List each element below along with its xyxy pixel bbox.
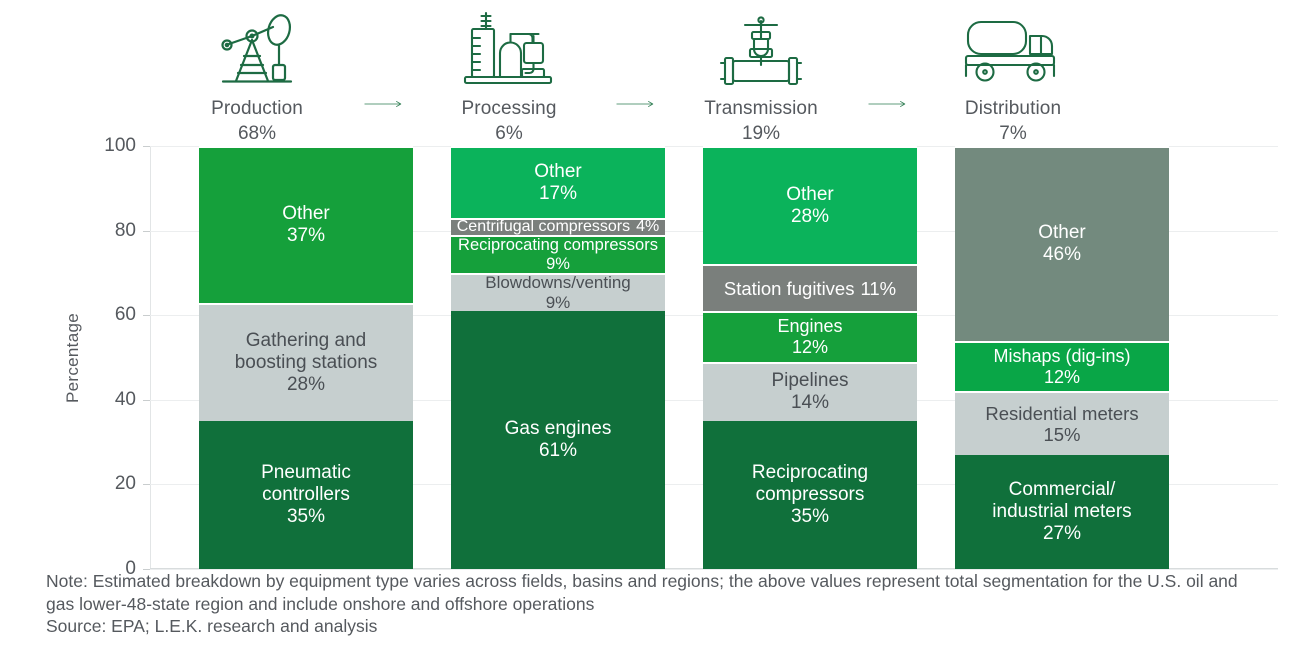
- segment-value: 46%: [1042, 244, 1082, 266]
- y-tick-label: 60: [114, 304, 136, 326]
- y-tick-label: 40: [114, 388, 136, 410]
- flow-arrow-2: [616, 0, 654, 146]
- tick-mark: [143, 569, 150, 570]
- segment-label: Reciprocating compressors: [751, 461, 869, 505]
- value-chain-flow: Production 68%: [150, 0, 1278, 146]
- segment-value: 12%: [1043, 366, 1080, 387]
- segment-label: Pipelines: [771, 370, 849, 392]
- y-tick-label: 100: [104, 135, 136, 156]
- y-tick-label: 0: [125, 558, 136, 579]
- tick-mark: [143, 146, 150, 147]
- footnote-note: Note: Estimated breakdown by equipment t…: [46, 571, 1238, 614]
- tanker-truck-icon: [958, 0, 1068, 96]
- segment-label: Pneumatic controllers: [261, 461, 351, 505]
- segment-value: 9%: [546, 254, 570, 273]
- tick-mark: [143, 315, 150, 317]
- flow-stage-label: Transmission: [704, 98, 818, 119]
- flow-stage-label: Distribution: [964, 98, 1062, 119]
- segment-label: Engines: [777, 316, 843, 337]
- flow-arrow-1: [364, 0, 402, 146]
- flow-stage-share: 68%: [237, 123, 277, 144]
- y-axis-line: [150, 146, 151, 569]
- y-tick-label: 80: [114, 219, 136, 241]
- segment-label: Commercial/ industrial meters: [992, 478, 1132, 522]
- segment-value: 14%: [790, 392, 829, 414]
- segment-label: Gathering and boosting stations: [234, 329, 378, 373]
- segment-value: 28%: [790, 206, 830, 228]
- bar-segment[interactable]: Mishaps (dig-ins)12%: [955, 340, 1169, 392]
- segment-label: Centrifugal compressors: [456, 218, 631, 235]
- segment-value: 11%: [860, 278, 897, 299]
- segment-label: Other: [534, 160, 582, 182]
- tick-mark: [143, 230, 150, 232]
- segment-label: Residential meters: [985, 402, 1139, 424]
- flow-stage-production: Production 68%: [150, 0, 364, 146]
- segment-label: Reciprocating compressors: [458, 235, 658, 254]
- flow-stage-label: Production: [211, 98, 303, 119]
- segment-value: 17%: [538, 183, 578, 204]
- tick-mark: [143, 399, 150, 401]
- flow-stage-distribution: Distribution 7%: [906, 0, 1120, 146]
- segment-label: Other: [786, 184, 834, 206]
- segment-value: 35%: [790, 505, 829, 527]
- tick-mark: [143, 484, 150, 486]
- segment-value: 4%: [636, 218, 660, 235]
- segment-value: 61%: [538, 439, 578, 461]
- y-tick-label: 20: [114, 473, 136, 495]
- segment-label: Station fugitives: [723, 278, 855, 299]
- flow-stage-share: 19%: [741, 123, 781, 144]
- flow-stage-share: 6%: [495, 123, 523, 144]
- segment-label: Other: [282, 203, 330, 225]
- segment-value: 35%: [286, 505, 326, 527]
- segment-label: Gas engines: [504, 417, 612, 439]
- segment-value: 9%: [545, 292, 571, 311]
- bar-segment[interactable]: Centrifugal compressors 4%: [451, 217, 665, 235]
- segment-value: 27%: [1042, 522, 1081, 544]
- footnotes: Note: Estimated breakdown by equipment t…: [46, 570, 1266, 638]
- refinery-icon: [459, 0, 559, 96]
- flow-stage-transmission: Transmission 19%: [654, 0, 868, 146]
- flow-stage-share: 7%: [999, 123, 1027, 144]
- gridline: [150, 569, 1278, 570]
- flow-stage-label: Processing: [461, 98, 557, 119]
- flow-arrow-3: [868, 0, 906, 146]
- segment-label: Blowdowns/venting: [485, 273, 631, 293]
- segment-value: 15%: [1043, 424, 1081, 446]
- segment-value: 12%: [791, 337, 829, 358]
- segment-label: Mishaps (dig-ins): [993, 346, 1131, 367]
- valve-icon: [711, 0, 811, 96]
- pumpjack-icon: [211, 0, 303, 96]
- segment-value: 28%: [286, 373, 326, 395]
- segment-label: Other: [1038, 222, 1086, 244]
- flow-stage-processing: Processing 6%: [402, 0, 616, 146]
- segment-value: 37%: [286, 225, 326, 247]
- footnote-source: Source: EPA; L.E.K. research and analysi…: [46, 616, 378, 636]
